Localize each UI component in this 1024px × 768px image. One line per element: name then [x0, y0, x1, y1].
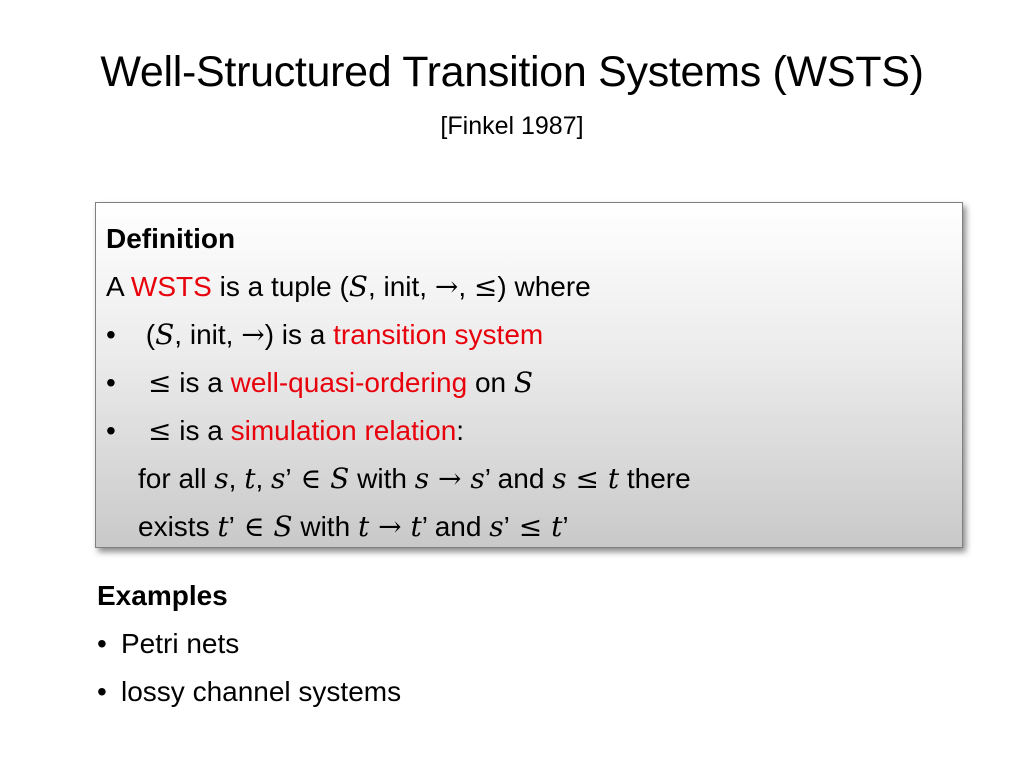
c1-text: for all: [138, 463, 215, 494]
c1-and: and: [489, 463, 553, 494]
intro-sep2: ,: [458, 271, 474, 302]
math-leq: ≤: [148, 414, 172, 447]
example-label: lossy channel systems: [121, 676, 402, 707]
intro-mid: is a tuple (: [211, 271, 349, 302]
math-t: t: [551, 510, 563, 543]
b3-colon: :: [456, 415, 465, 446]
math-t: t: [244, 462, 256, 495]
intro-suffix: ) where: [497, 271, 591, 302]
c2-and: and: [426, 511, 490, 542]
math-arrow: →: [241, 318, 265, 351]
math-leq: ≤: [566, 462, 608, 495]
bullet-marker: •: [106, 415, 116, 446]
math-in: ∈: [291, 462, 331, 495]
b1-open: (: [138, 319, 156, 350]
b1-mid: , init,: [174, 319, 242, 350]
math-s: s: [552, 462, 567, 495]
math-leq: ≤: [509, 510, 552, 543]
c1-comma: ,: [255, 463, 272, 494]
math-t: t: [607, 462, 620, 495]
math-t: t: [217, 510, 229, 543]
math-s: s: [470, 462, 485, 495]
math-t: t: [410, 510, 422, 543]
math-in: ∈: [234, 510, 274, 543]
prime: ’: [228, 511, 235, 542]
definition-bullet-2: • ≤ is a well-quasi-ordering on S: [106, 359, 962, 407]
b1-text: ) is a: [264, 319, 334, 350]
intro-prefix: A: [106, 271, 131, 302]
simulation-condition-line-1: for all s, t, s’ ∈ S with s → s’ and s ≤…: [106, 455, 962, 503]
c2-with: with: [292, 511, 358, 542]
term-wqo: well-quasi-ordering: [230, 367, 468, 398]
slide-title: Well-Structured Transition Systems (WSTS…: [100, 48, 924, 96]
math-s: s: [271, 462, 286, 495]
math-s: s: [214, 462, 229, 495]
prime: ’: [503, 511, 510, 542]
definition-bullet-3: • ≤ is a simulation relation:: [106, 407, 962, 455]
math-S: S: [330, 462, 350, 495]
math-arrow: →: [369, 510, 411, 543]
slide-subtitle: [Finkel 1987]: [440, 112, 584, 140]
b3-text: is a: [171, 415, 231, 446]
b2-text: is a: [171, 367, 231, 398]
math-S: S: [513, 366, 534, 399]
prime: ’: [562, 511, 569, 542]
math-arrow: →: [429, 462, 471, 495]
c1-there: there: [619, 463, 691, 494]
math-S: S: [348, 270, 368, 303]
math-s: s: [414, 462, 430, 495]
term-transition-system: transition system: [333, 319, 544, 350]
c1-comma: ,: [228, 463, 245, 494]
examples-heading: Examples: [97, 580, 228, 611]
example-label: Petri nets: [121, 628, 240, 659]
prime: ’: [421, 511, 427, 542]
definition-intro: A WSTS is a tuple (S, init, →, ≤) where: [106, 263, 962, 311]
examples-section: Examples • Petri nets • lossy channel syst…: [97, 572, 401, 716]
intro-sep1: , init,: [367, 271, 435, 302]
c2-exists: exists: [138, 511, 218, 542]
bullet-marker: •: [106, 367, 116, 398]
math-S: S: [273, 510, 293, 543]
c1-with: with: [349, 463, 415, 494]
simulation-condition-line-2: exists t’ ∈ S with t → t’ and s’ ≤ t’: [106, 503, 962, 551]
bullet-marker: •: [97, 628, 107, 659]
definition-bullet-1: • (S, init, →) is a transition system: [106, 311, 962, 359]
bullet-marker: •: [97, 676, 107, 707]
definition-box: Definition A WSTS is a tuple (S, init, →…: [95, 202, 963, 548]
term-simulation-relation: simulation relation: [230, 415, 457, 446]
math-t: t: [357, 510, 370, 543]
example-item: • Petri nets: [97, 620, 401, 668]
prime: ’: [285, 463, 292, 494]
prime: ’: [484, 463, 490, 494]
definition-heading: Definition: [106, 223, 236, 254]
term-wsts: WSTS: [130, 271, 212, 302]
math-arrow: →: [434, 270, 459, 303]
math-leq: ≤: [148, 366, 172, 399]
example-item: • lossy channel systems: [97, 668, 401, 716]
math-leq: ≤: [473, 270, 498, 303]
bullet-marker: •: [106, 319, 116, 350]
b2-on: on: [467, 367, 514, 398]
math-s: s: [489, 510, 504, 543]
math-S: S: [155, 318, 175, 351]
